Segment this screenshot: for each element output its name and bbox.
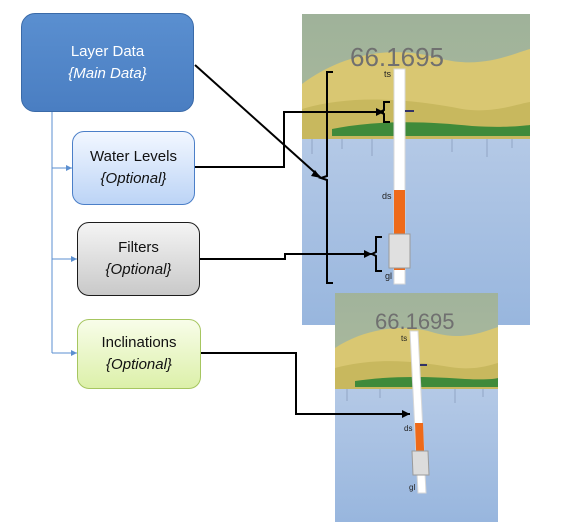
filters-box: Filters {Optional} (77, 222, 200, 296)
layer-data-title: Layer Data (70, 42, 145, 60)
filter-brace (369, 236, 382, 272)
top-label-ts: ts (384, 69, 392, 79)
bottom-filter-screen (411, 450, 430, 476)
water-levels-subtitle: {Optional} (100, 170, 167, 187)
top-ds-segment (394, 190, 405, 270)
bottom-label-gl: gl (409, 483, 415, 492)
layer-data-box: Layer Data {Main Data} (21, 13, 194, 112)
inclination-arrow (201, 352, 410, 415)
layer-arrow (194, 64, 322, 179)
inclinations-title: Inclinations (101, 334, 177, 351)
top-borehole-column (393, 68, 406, 285)
top-label-ds: ds (382, 191, 392, 201)
bottom-render-value: 66.1695 (375, 309, 455, 334)
top-render-value: 66.1695 (350, 42, 444, 72)
layer-brace (317, 71, 333, 284)
top-filter-screen (388, 233, 411, 269)
filters-title: Filters (118, 239, 159, 256)
borehole-scene-bottom: 66.1695 ts ds gl (335, 293, 498, 522)
filters-subtitle: {Optional} (105, 261, 172, 278)
water-arrow (195, 111, 384, 168)
water-levels-box: Water Levels {Optional} (72, 131, 195, 205)
water-levels-title: Water Levels (90, 148, 177, 165)
filter-arrow (200, 253, 372, 260)
top-label-gl: gl (385, 271, 392, 281)
inclinations-subtitle: {Optional} (106, 356, 172, 373)
layer-data-subtitle: {Main Data} (68, 64, 147, 82)
bottom-label-ds: ds (404, 424, 412, 433)
inclinations-box: Inclinations {Optional} (77, 319, 201, 389)
borehole-render-inclined: 66.1695 ts ds gl (335, 293, 498, 522)
bottom-label-ts: ts (401, 334, 407, 343)
